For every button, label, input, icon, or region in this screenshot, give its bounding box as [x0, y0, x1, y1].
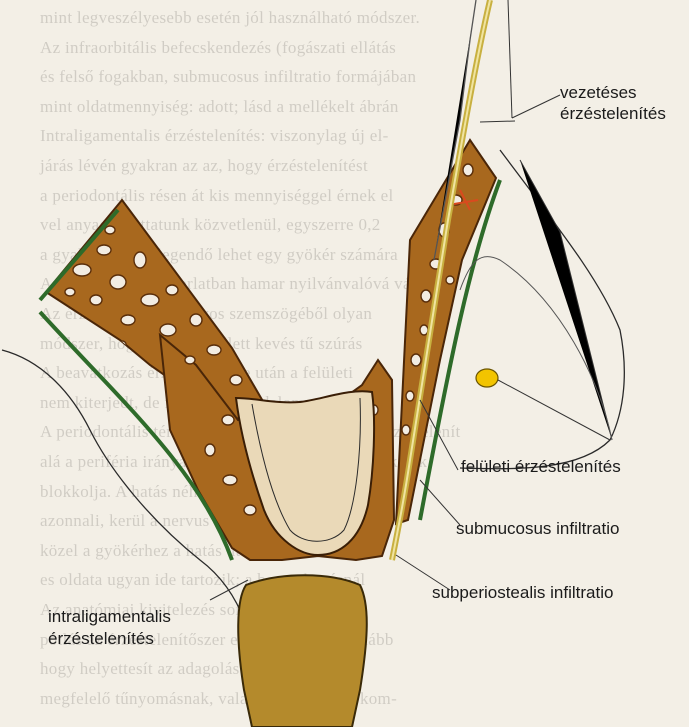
label-vezeteses-line1: vezetéses	[560, 82, 637, 103]
label-subperiostealis: subperiostealis infiltratio	[432, 582, 613, 603]
label-feluleti: felületi érzéstelenítés	[461, 456, 621, 477]
tooth-crown	[238, 575, 367, 727]
label-vezeteses-line2: érzéstelenítés	[560, 103, 666, 124]
injection-depot	[476, 369, 498, 387]
label-submucosus: submucosus infiltratio	[456, 518, 619, 539]
alveolar-bone-left	[46, 200, 268, 420]
label-intraligamentalis-line2: érzéstelenítés	[48, 628, 154, 649]
label-intraligamentalis-line1: intraligamentalis	[48, 606, 171, 627]
